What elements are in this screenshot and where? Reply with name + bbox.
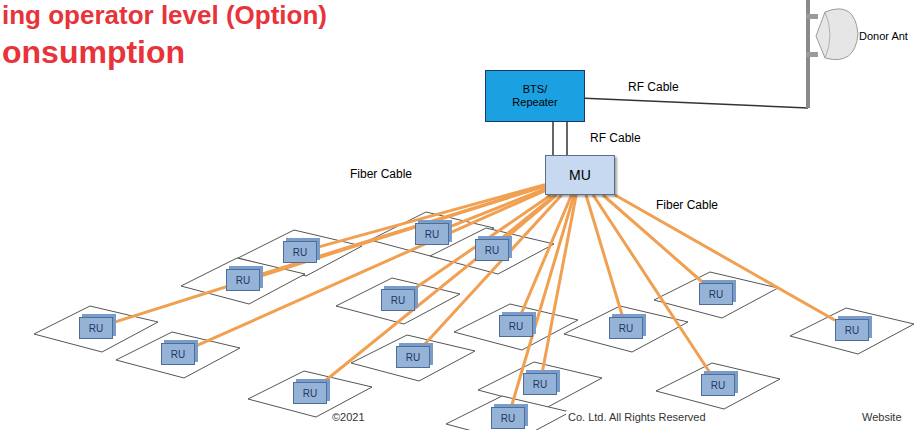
unit-label: RU xyxy=(619,323,633,334)
fiber-cable xyxy=(423,195,562,346)
unit-label: RU xyxy=(303,388,317,399)
remote-unit: RU xyxy=(293,382,327,404)
unit-label: RU xyxy=(509,321,523,332)
unit-label: RU xyxy=(406,352,420,363)
cable-label: RF Cable xyxy=(626,80,681,94)
rf-cable xyxy=(553,122,567,155)
floor-tile xyxy=(656,363,780,409)
fiber-cable xyxy=(317,185,545,248)
fiber-cable xyxy=(324,195,556,382)
fiber-cable xyxy=(593,195,711,374)
floor-tile xyxy=(790,308,914,354)
footer-text: ©2021 xyxy=(330,411,367,423)
unit-label: RU xyxy=(709,289,723,300)
rf-cable xyxy=(585,98,808,108)
slide-title: onsumption xyxy=(2,34,185,71)
remote-unit: RU xyxy=(396,346,430,368)
remote-unit: RU xyxy=(701,374,735,396)
remote-unit: RU xyxy=(609,317,643,339)
unit-label: RU xyxy=(533,379,547,390)
unit-label: RU xyxy=(845,325,859,336)
floor-tile xyxy=(454,304,578,350)
unit-label: RU xyxy=(485,245,499,256)
slide-title: ing operator level (Option) xyxy=(2,0,327,31)
remote-unit: RU xyxy=(161,343,195,365)
remote-unit: RU xyxy=(415,223,449,245)
floor-tile xyxy=(336,278,460,324)
remote-unit: RU xyxy=(226,269,260,291)
remote-unit: RU xyxy=(381,289,415,311)
fiber-cable xyxy=(615,195,835,320)
remote-unit: RU xyxy=(491,407,525,429)
cable-label: RF Cable xyxy=(588,131,643,145)
antenna-label: Donor Ant xyxy=(859,30,908,42)
cable-label: Fiber Cable xyxy=(654,198,720,212)
master-unit: MU xyxy=(545,155,615,195)
remote-unit: RU xyxy=(475,239,509,261)
floor-tile xyxy=(116,332,240,378)
unit-label: BTS/ Repeater xyxy=(504,83,566,109)
cable-label: Fiber Cable xyxy=(348,167,414,181)
unit-label: RU xyxy=(391,295,405,306)
remote-unit: RU xyxy=(79,317,113,339)
floor-tile xyxy=(446,396,570,430)
fiber-cable xyxy=(414,195,551,289)
antenna-drawing xyxy=(795,0,860,108)
remote-unit: RU xyxy=(523,373,557,395)
footer-text: Website xyxy=(860,411,904,423)
remote-unit: RU xyxy=(283,241,317,263)
bts-box: BTS/ Repeater xyxy=(485,70,585,122)
unit-label: RU xyxy=(293,247,307,258)
donor-antenna: Donor Ant xyxy=(795,0,860,108)
remote-unit: RU xyxy=(699,283,733,305)
footer-text: Co. Ltd. All Rights Reserved xyxy=(566,411,708,423)
unit-label: RU xyxy=(236,275,250,286)
unit-label: RU xyxy=(711,380,725,391)
remote-unit: RU xyxy=(499,315,533,337)
floor-tile xyxy=(351,335,475,381)
unit-label: RU xyxy=(501,413,515,424)
unit-label: RU xyxy=(89,323,103,334)
unit-label: RU xyxy=(171,349,185,360)
remote-unit: RU xyxy=(835,319,869,341)
floor-tile xyxy=(181,258,305,304)
unit-label: MU xyxy=(569,167,591,183)
fiber-cable xyxy=(511,195,574,407)
fiber-cable xyxy=(113,186,545,323)
unit-label: RU xyxy=(425,229,439,240)
